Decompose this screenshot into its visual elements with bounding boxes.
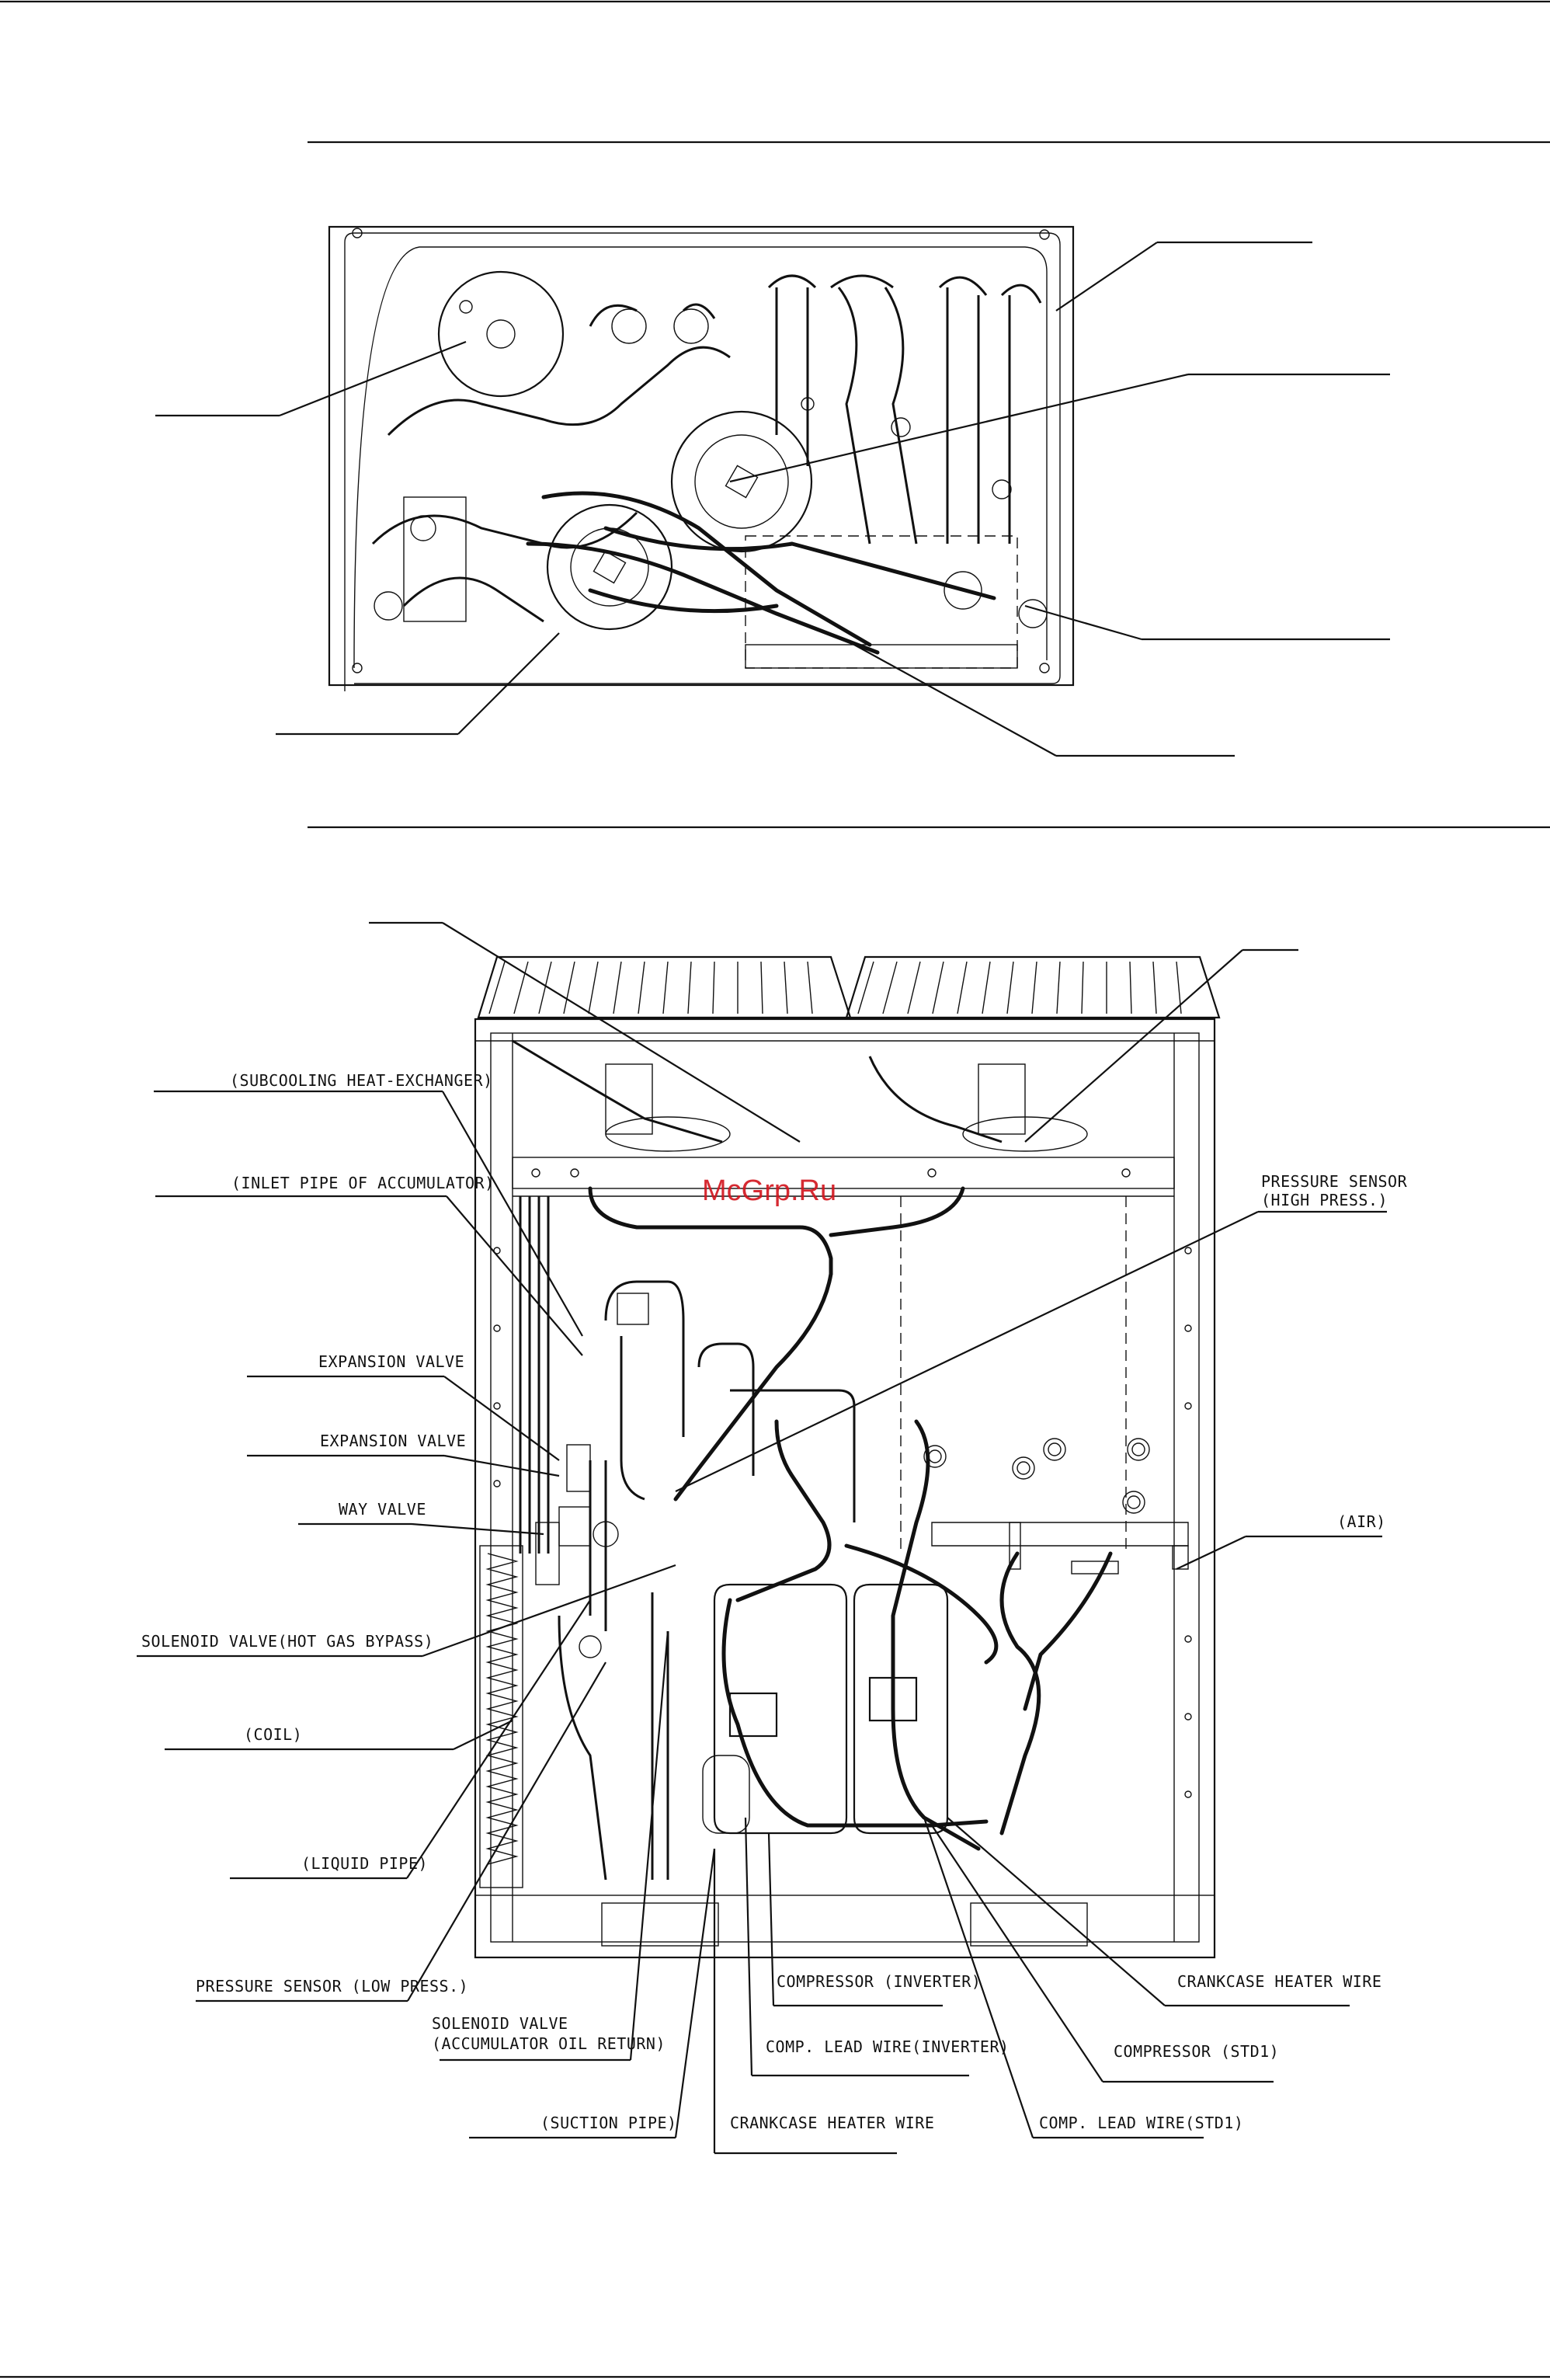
watermark-text: McGrp.Ru [702, 1174, 836, 1207]
label-subcooling-heat-exchanger: (SUBCOOLING HEAT-EXCHANGER) [230, 1071, 493, 1090]
label-crankcase-heater-2: CRANKCASE HEATER WIRE [1177, 1972, 1381, 1991]
label-air: (AIR) [1337, 1512, 1386, 1531]
label-accumulator-oil-return: (ACCUMULATOR OIL RETURN) [432, 2034, 666, 2053]
label-inlet-pipe-accumulator: (INLET PIPE OF ACCUMULATOR) [231, 1174, 495, 1192]
label-way-valve: WAY VALVE [339, 1500, 426, 1519]
label-pressure-sensor-high: PRESSURE SENSOR [1261, 1172, 1408, 1191]
label-comp-lead-inverter: COMP. LEAD WIRE(INVERTER) [766, 2037, 1010, 2056]
label-expansion-valve-1: EXPANSION VALVE [318, 1352, 464, 1371]
label-coil: (COIL) [244, 1725, 302, 1744]
label-pressure-sensor-low: PRESSURE SENSOR (LOW PRESS.) [196, 1977, 468, 1996]
front-view-leaders [137, 921, 1387, 2155]
label-expansion-valve-2: EXPANSION VALVE [320, 1432, 466, 1450]
label-solenoid-valve-hot-gas: SOLENOID VALVE(HOT GAS BYPASS) [141, 1632, 433, 1651]
label-crankcase-heater-1: CRANKCASE HEATER WIRE [730, 2114, 934, 2132]
label-high-press: (HIGH PRESS.) [1261, 1191, 1388, 1209]
top-view-drawing [155, 225, 1390, 757]
label-solenoid-valve-oil: SOLENOID VALVE [432, 2014, 568, 2033]
label-compressor-std1: COMPRESSOR (STD1) [1114, 2042, 1279, 2061]
front-view-drawing [474, 955, 1221, 1959]
label-comp-lead-std1: COMP. LEAD WIRE(STD1) [1039, 2114, 1243, 2132]
label-liquid-pipe: (LIQUID PIPE) [301, 1854, 428, 1873]
label-suction-pipe: (SUCTION PIPE) [540, 2114, 677, 2132]
label-compressor-inverter: COMPRESSOR (INVERTER) [777, 1972, 981, 1991]
